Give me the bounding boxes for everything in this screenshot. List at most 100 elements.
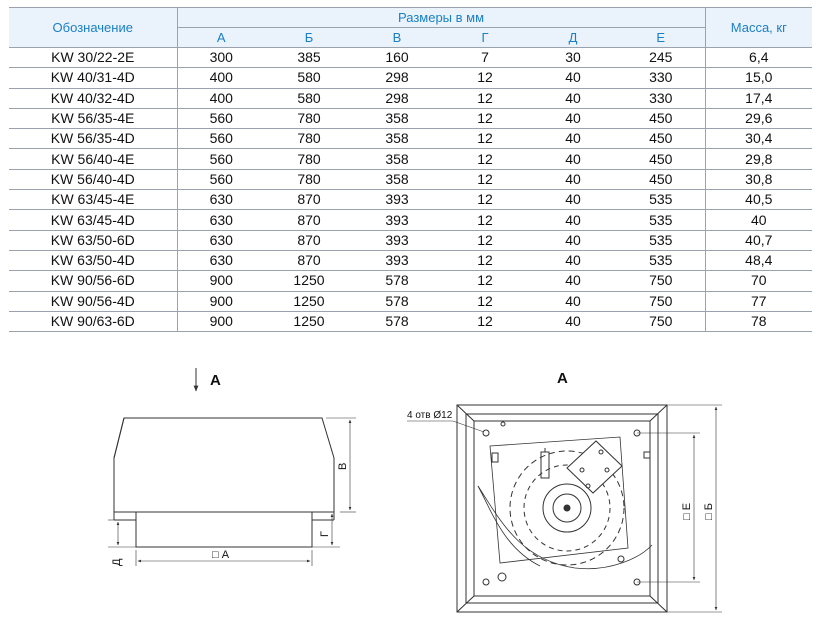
cell-dimension: 580 — [265, 87, 353, 109]
cell-designation: KW 56/40-4D — [9, 168, 177, 190]
cell-dimension: 870 — [265, 189, 353, 210]
cell-designation: KW 90/56-4D — [9, 290, 177, 312]
cell-dimension: 12 — [441, 87, 529, 109]
cell-dimension: 1250 — [265, 310, 353, 333]
junction-box — [566, 440, 623, 494]
cell-dimension: 780 — [265, 148, 353, 170]
motor-plate — [489, 436, 629, 564]
cell-mass: 77 — [704, 290, 813, 312]
cell-dimension: 330 — [617, 87, 706, 109]
cell-dimension: 750 — [617, 310, 706, 333]
side-view-drawing — [108, 368, 356, 566]
cell-dimension: 40 — [529, 107, 617, 129]
header-dim-2: В — [353, 27, 441, 48]
cell-dimension: 393 — [353, 249, 441, 271]
cell-mass: 70 — [704, 270, 813, 292]
cell-dimension: 12 — [441, 189, 529, 210]
cell-dimension: 40 — [529, 128, 617, 149]
cell-dimension: 450 — [617, 168, 706, 190]
cell-dimension: 298 — [353, 67, 441, 89]
dim-v-label: В — [337, 463, 349, 470]
cell-dimension: 40 — [529, 189, 617, 210]
cell-designation: KW 56/40-4E — [9, 148, 177, 170]
cell-dimension: 30 — [529, 46, 617, 68]
mount-hole — [482, 429, 490, 437]
top-view-label: А — [557, 370, 568, 387]
cell-dimension: 160 — [353, 46, 441, 68]
cell-dimension: 450 — [617, 107, 706, 129]
cell-designation: KW 63/50-4D — [9, 249, 177, 271]
cell-dimension: 750 — [617, 290, 706, 312]
cell-dimension: 870 — [265, 249, 353, 271]
cell-dimension: 12 — [441, 209, 529, 231]
cell-mass: 78 — [704, 310, 813, 333]
cell-dimension: 535 — [617, 249, 706, 271]
cell-dimension: 12 — [441, 229, 529, 251]
cell-dimension: 385 — [265, 46, 353, 68]
cell-designation: KW 63/50-6D — [9, 229, 177, 251]
cell-dimension: 40 — [529, 270, 617, 292]
header-designation: Обозначение — [9, 7, 177, 48]
cell-dimension: 40 — [529, 249, 617, 271]
cell-dimension: 245 — [617, 46, 706, 68]
cell-dimension: 780 — [265, 168, 353, 190]
cell-dimension: 300 — [176, 46, 265, 68]
cell-mass: 30,4 — [704, 128, 813, 149]
header-dim-4: Д — [529, 27, 617, 48]
cell-dimension: 12 — [441, 67, 529, 89]
cell-dimension: 578 — [353, 270, 441, 292]
cell-dimension: 630 — [176, 189, 265, 210]
outer-frame — [456, 404, 668, 613]
cell-dimension: 40 — [529, 209, 617, 231]
cell-dimension: 900 — [176, 290, 265, 312]
cell-mass: 15,0 — [704, 67, 813, 89]
cell-dimension: 630 — [176, 249, 265, 271]
cell-dimension: 560 — [176, 128, 265, 149]
cell-mass: 29,6 — [704, 107, 813, 129]
cell-dimension: 630 — [176, 229, 265, 251]
hood-body — [113, 417, 335, 513]
cell-dimension: 12 — [441, 148, 529, 170]
cell-dimension: 870 — [265, 209, 353, 231]
header-dim-0: А — [176, 27, 265, 48]
cell-dimension: 40 — [529, 87, 617, 109]
cell-dimension: 1250 — [265, 290, 353, 312]
cell-designation: KW 90/63-6D — [9, 310, 177, 333]
dim-e-label: □ Е — [681, 503, 693, 520]
header-mass: Масса, кг — [704, 7, 813, 48]
cell-dimension: 12 — [441, 310, 529, 333]
cell-designation: KW 40/32-4D — [9, 87, 177, 109]
cell-designation: KW 56/35-4E — [9, 107, 177, 129]
cell-dimension: 40 — [529, 67, 617, 89]
cell-dimension: 535 — [617, 209, 706, 231]
cell-dimension: 393 — [353, 229, 441, 251]
cell-dimension: 12 — [441, 168, 529, 190]
fan-hub — [542, 483, 592, 533]
cell-mass: 48,4 — [704, 249, 813, 271]
cell-dimension: 580 — [265, 67, 353, 89]
cell-dimension: 900 — [176, 310, 265, 333]
cell-dimension: 358 — [353, 168, 441, 190]
cell-dimension: 12 — [441, 249, 529, 271]
cell-dimension: 560 — [176, 148, 265, 170]
cell-dimension: 12 — [441, 290, 529, 312]
cell-dimension: 450 — [617, 128, 706, 149]
header-dim-1: Б — [265, 27, 353, 48]
cell-dimension: 298 — [353, 87, 441, 109]
cell-dimension: 900 — [176, 270, 265, 292]
cell-dimension: 578 — [353, 310, 441, 333]
cell-mass: 17,4 — [704, 87, 813, 109]
cell-designation: KW 63/45-4E — [9, 189, 177, 210]
cell-dimension: 12 — [441, 270, 529, 292]
cell-dimension: 780 — [265, 107, 353, 129]
cell-dimension: 358 — [353, 128, 441, 149]
